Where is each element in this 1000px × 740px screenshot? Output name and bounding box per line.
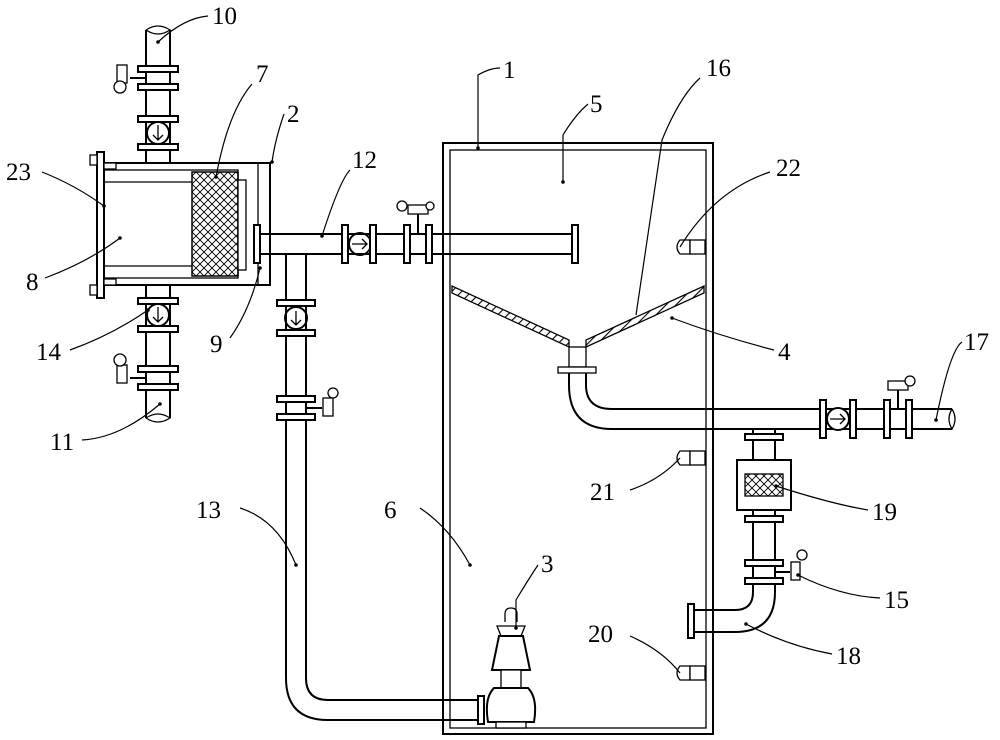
- inclined-separator-plate: [451, 284, 705, 374]
- level-sensor-21: [676, 450, 706, 466]
- label-14: 14: [36, 339, 62, 366]
- label-22: 22: [776, 155, 801, 182]
- return-pipe: [276, 254, 485, 725]
- label-9: 9: [210, 331, 223, 358]
- label-6: 6: [384, 497, 397, 524]
- pump: [485, 607, 537, 729]
- label-4: 4: [778, 339, 791, 366]
- label-10: 10: [212, 3, 237, 30]
- label-7: 7: [256, 61, 269, 88]
- label-3: 3: [541, 551, 554, 578]
- level-sensor-20: [676, 665, 706, 681]
- label-13: 13: [196, 497, 221, 524]
- label-5: 5: [590, 91, 603, 118]
- label-8: 8: [26, 269, 39, 296]
- label-15: 15: [884, 587, 909, 614]
- outlet-pipe: [568, 373, 956, 439]
- inlet-pipe-top: [113, 25, 179, 163]
- circulation-pipe: [687, 429, 808, 639]
- label-2: 2: [287, 101, 300, 128]
- label-17: 17: [964, 329, 989, 356]
- label-19: 19: [872, 499, 897, 526]
- label-16: 16: [706, 55, 731, 82]
- label-20: 20: [588, 621, 613, 648]
- label-18: 18: [836, 643, 861, 670]
- filter-housing: [89, 151, 271, 299]
- outlet-pipe-bottom: [113, 285, 179, 423]
- reference-numerals: 1 2 3 4 5 6 7 8 9 10 11 12 13 14 15 16 1…: [6, 3, 989, 670]
- label-21: 21: [590, 479, 615, 506]
- leader-lines: [41, 15, 963, 674]
- tank: [442, 142, 714, 735]
- label-11: 11: [50, 429, 74, 456]
- pipe-to-tank: [253, 200, 579, 264]
- label-1: 1: [503, 57, 516, 84]
- level-sensor-22: [676, 239, 706, 255]
- label-23: 23: [6, 159, 31, 186]
- label-12: 12: [352, 147, 377, 174]
